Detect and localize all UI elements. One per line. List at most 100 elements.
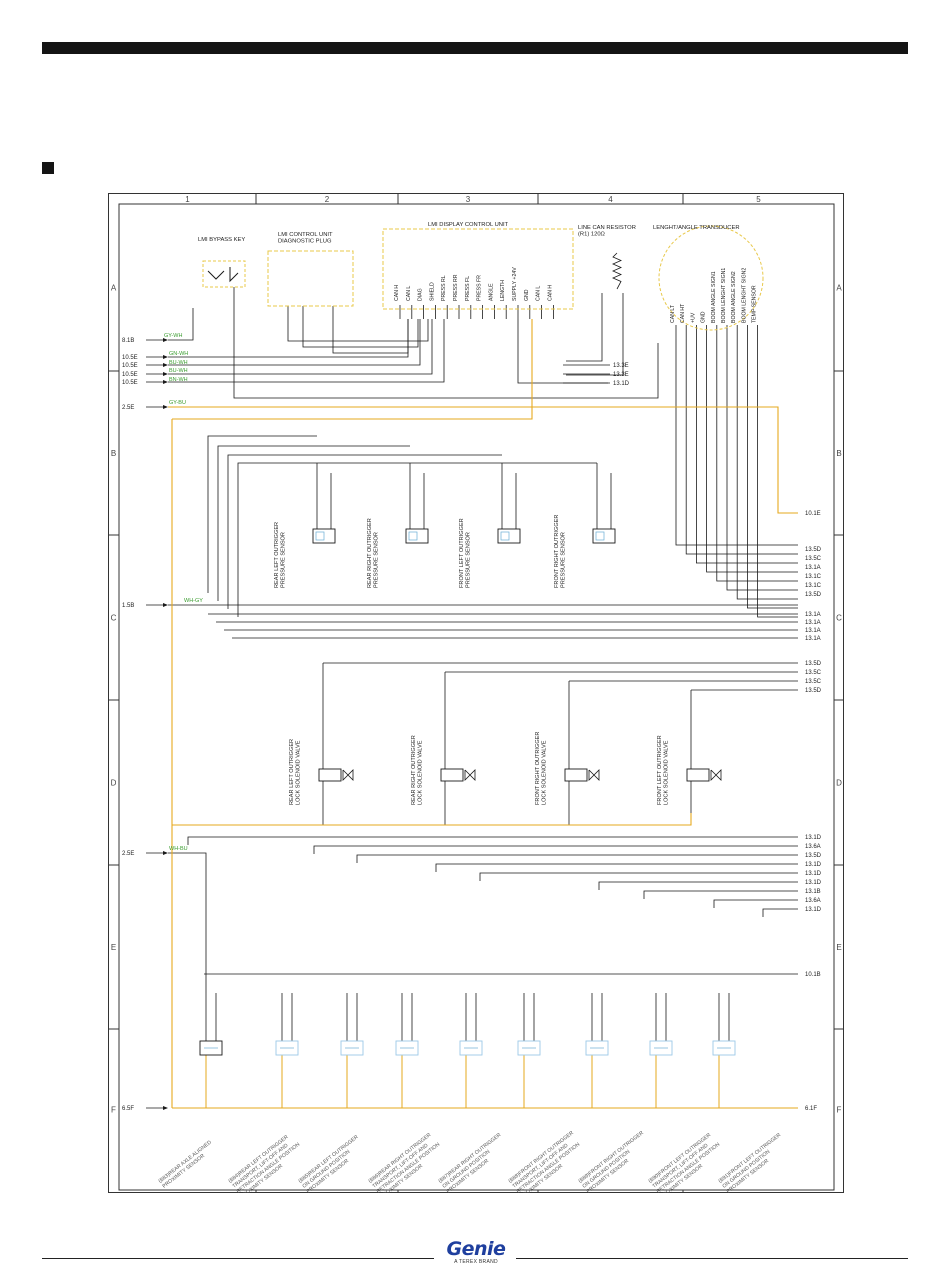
display-feed-wire	[168, 319, 433, 375]
row-label: A	[836, 284, 842, 293]
pressure-sensor-core	[315, 531, 325, 541]
display-pin-label: CAN H	[547, 285, 553, 301]
transducer-pin-label: BOOM LENGHT SIGN2	[741, 268, 747, 323]
transducer-wire	[685, 339, 798, 555]
right-terminal-label: 13.5C	[805, 679, 822, 685]
bypass-key-title: LMI BYPASS KEY	[198, 237, 245, 243]
bypass-switch-symbol	[207, 270, 225, 280]
right-terminal-label: 13.1A	[805, 636, 821, 642]
transducer-pin-label: BOOM ANGLE SIGN1	[711, 271, 717, 323]
valve-symbol	[710, 769, 722, 781]
right-terminal-label: 10.1B	[805, 972, 821, 978]
proximity-sensor	[712, 1040, 736, 1056]
transducer-pin-label: +UV	[690, 312, 696, 323]
terminal-arrowhead	[163, 338, 168, 342]
column-label: 2	[325, 195, 330, 204]
sensor-loop-wire	[217, 445, 410, 601]
left-terminal-label: 2.5E	[122, 405, 134, 411]
display-pin-label: CAN L	[536, 286, 542, 301]
footer-rule-left	[42, 1258, 434, 1259]
valve-symbol	[464, 769, 476, 781]
transducer-pin-label: CAN HT	[680, 303, 686, 323]
pressure-sensor-body	[592, 528, 616, 544]
power-wires	[168, 319, 798, 1109]
proximity-label: (B83)REAR AXLE ALIGNEDPROXIMITY SENSOR	[158, 1139, 217, 1189]
sensor-loop-wire	[207, 435, 317, 593]
pressure-sensor-body	[405, 528, 429, 544]
row-label: B	[836, 449, 841, 458]
row-label: D	[836, 779, 842, 788]
wire-color-label: BU-WH	[169, 368, 188, 374]
terminal-arrowhead	[163, 1106, 168, 1110]
right-terminal-label: 6.1F	[805, 1106, 817, 1112]
right-terminal-label: 13.1A	[805, 612, 821, 618]
right-terminal-label: 13.1D	[805, 862, 822, 868]
proximity-label: (B84)REAR LEFT OUTRIGGERTRANSPORT, LIFT-…	[228, 1131, 306, 1193]
resistor-symbol	[612, 252, 622, 290]
proximity-feed-wire	[762, 908, 798, 917]
display-feed-wire	[168, 319, 421, 366]
valve-supply-wire	[172, 813, 692, 826]
right-terminal-label: 13.1D	[613, 381, 630, 387]
solenoid-label: REAR LEFT OUTRIGGERLOCK SOLENOID VALVE	[289, 739, 302, 805]
diag-wire	[302, 306, 419, 348]
display-unit-title: LMI DISPLAY CONTROL UNIT	[428, 222, 509, 228]
right-terminal-label: 13.5D	[805, 661, 822, 667]
terminal-arrowhead	[163, 603, 168, 607]
proximity-sensor	[199, 1040, 223, 1056]
right-terminal-label: 13.1C	[805, 583, 822, 589]
pressure-sensor-core	[500, 531, 510, 541]
display-pin-label: PRESS FR	[477, 275, 483, 301]
left-terminal-label: 10.5E	[122, 363, 138, 369]
pressure-sensor-label: REAR RIGHT OUTRIGGERPRESSURE SENSOR	[367, 518, 380, 588]
proximity-feed-wire	[713, 899, 798, 908]
transducer-wire	[716, 339, 798, 582]
right-terminal-label: 13.1A	[805, 620, 821, 626]
logo-tagline: A TEREX BRAND	[454, 1259, 498, 1265]
header-bar	[42, 42, 908, 54]
pressure-sensor-label: FRONT LEFT OUTRIGGERPRESSURE SENSOR	[459, 518, 472, 588]
pressure-sensor-body	[497, 528, 521, 544]
transducer-wire	[736, 339, 798, 600]
display-pin-label: CAN H	[394, 285, 400, 301]
row-label: B	[111, 449, 116, 458]
column-label: 3	[466, 195, 471, 204]
display-pin-label: ANGLE	[488, 283, 494, 301]
left-terminal-label: 10.5E	[122, 355, 138, 361]
transducer-pin-label: BOOM ANGLE SIGN2	[731, 271, 737, 323]
transducer-wire	[726, 339, 798, 591]
display-pin-label: PRESS RL	[441, 275, 447, 301]
row-label: C	[111, 614, 117, 623]
right-terminal-label: 13.1D	[805, 880, 822, 886]
proximity-sensor	[395, 1040, 419, 1056]
footer-rule-right	[516, 1258, 908, 1259]
right-terminal-label: 13.5D	[805, 547, 822, 553]
wire-color-label: GY-BU	[169, 400, 186, 406]
left-terminal-label: 10.5E	[122, 380, 138, 386]
display-unit-box	[382, 228, 574, 310]
row-label: E	[111, 943, 116, 952]
pressure-sensor-core	[595, 531, 605, 541]
wire-color-label: BU-WH	[169, 360, 188, 366]
display-pin-label: DIAG	[418, 288, 424, 301]
bypass-return-wire	[233, 287, 659, 399]
can-res-wire	[566, 293, 624, 376]
row-label: C	[836, 614, 842, 623]
genie-logo: Genie A TEREX BRAND	[440, 1239, 512, 1265]
row-label: F	[111, 1106, 116, 1115]
transducer-wire	[757, 339, 798, 618]
solenoid-body	[440, 768, 464, 782]
valve-symbol	[342, 769, 354, 781]
solenoid-body	[318, 768, 342, 782]
terminal-arrowhead	[163, 363, 168, 367]
row-label: E	[836, 943, 841, 952]
sensor-loop-wire	[237, 462, 597, 617]
schematic-frame	[108, 193, 844, 1193]
display-pin-label: SUPPLY +24V	[512, 267, 518, 301]
left-terminal-label: 6.5F	[122, 1106, 134, 1112]
proximity-feed-wire	[187, 836, 798, 845]
right-terminal-label: 13.3E	[613, 372, 629, 378]
left-terminal-label: 1.5B	[122, 603, 134, 609]
